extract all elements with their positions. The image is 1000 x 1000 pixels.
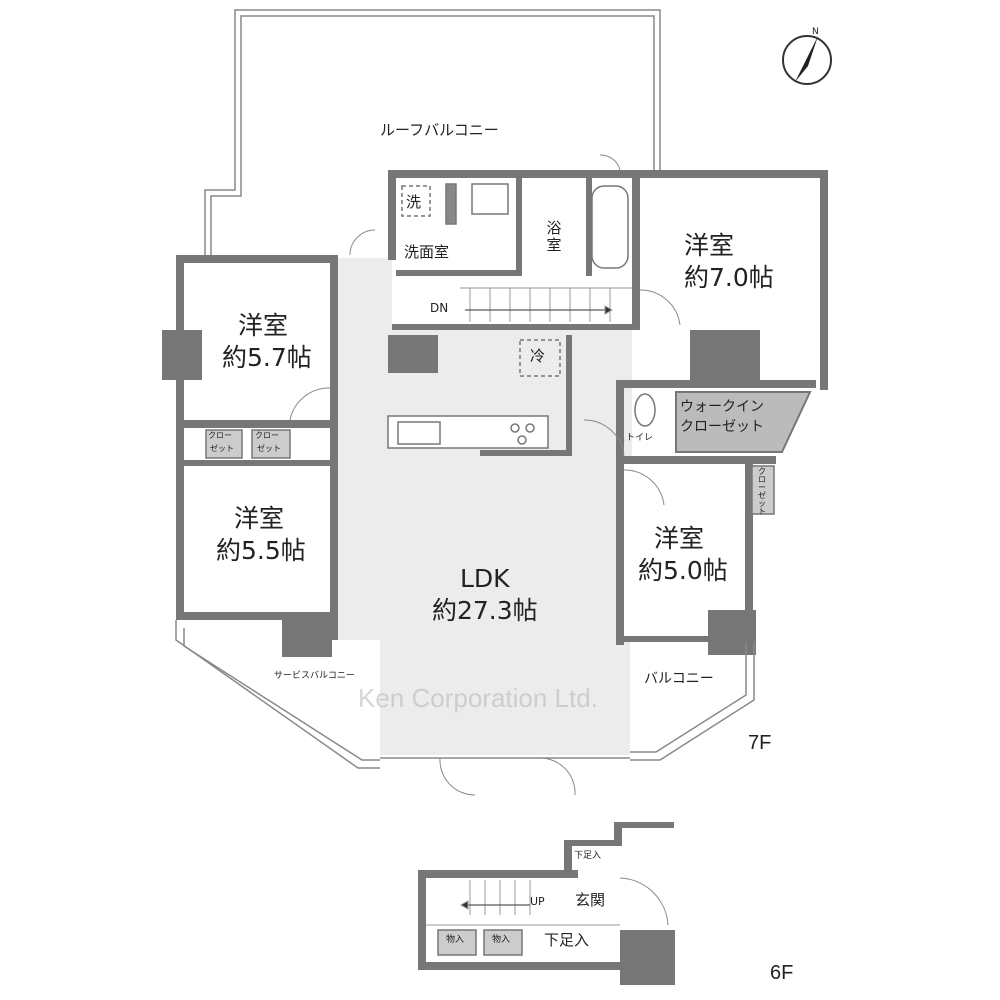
bath-label: 浴室 xyxy=(546,219,562,254)
closet-a-label-2: ゼット xyxy=(210,444,234,453)
watermark: Ken Corporation Ltd. xyxy=(358,683,598,713)
room-5-7-size: 約5.7帖 xyxy=(222,343,312,372)
entrance-label: 玄関 xyxy=(575,891,606,909)
walk-in-closet-label-1: ウォークイン xyxy=(680,399,764,415)
room-5-0-size: 約5.0帖 xyxy=(638,556,728,585)
closet-fills xyxy=(205,429,775,956)
balcony-outlines xyxy=(175,620,755,769)
shoe-box-small-label: 下足入 xyxy=(574,851,602,861)
walk-in-closet-floor xyxy=(675,391,812,453)
balcony-label: バルコニー xyxy=(644,671,714,687)
toilet-label: トイレ xyxy=(626,433,654,443)
fridge-label: 冷 xyxy=(530,347,546,365)
room-7-0-size: 約7.0帖 xyxy=(684,263,774,292)
room-5-0-name: 洋室 xyxy=(654,524,705,553)
room-5-7-name: 洋室 xyxy=(238,311,289,340)
stairs-7f xyxy=(460,287,632,322)
roof-balcony-label: ルーフバルコニー xyxy=(380,121,499,139)
doors xyxy=(289,154,681,926)
ldk-floor xyxy=(338,258,632,755)
compass-icon xyxy=(782,35,832,85)
closet-a-label-1: クロー xyxy=(208,431,232,440)
shoe-box-large-label: 下足入 xyxy=(544,931,590,949)
room-5-5-name: 洋室 xyxy=(234,504,285,533)
storage-1-label: 物入 xyxy=(446,935,465,945)
stairs-6f xyxy=(426,880,620,926)
closet-b-label-2: ゼット xyxy=(257,444,281,453)
stairs-up-label: UP xyxy=(530,895,545,908)
closet-c-label: クローゼット xyxy=(758,467,766,516)
floor-6f-label: 6F xyxy=(770,962,794,984)
room-5-5-size: 約5.5帖 xyxy=(216,536,306,565)
fixtures xyxy=(387,183,656,449)
stairs-down-label: DN xyxy=(430,301,449,315)
walk-in-closet-label-2: クローゼット xyxy=(680,419,764,435)
ldk-size: 約27.3帖 xyxy=(432,596,538,625)
roof-balcony-outline xyxy=(204,9,661,255)
service-balcony-label: サービスバルコニー xyxy=(274,671,355,681)
room-7-0-name: 洋室 xyxy=(684,231,735,260)
ldk-name: LDK xyxy=(460,564,510,593)
closet-b-label-1: クロー xyxy=(255,431,279,440)
storage-2-label: 物入 xyxy=(492,935,511,945)
washroom-label: 洗面室 xyxy=(404,243,450,261)
floor-7f-label: 7F xyxy=(748,732,772,754)
compass-north-label: N xyxy=(812,27,819,37)
walls xyxy=(162,170,828,985)
washer-label: 洗 xyxy=(406,193,422,211)
